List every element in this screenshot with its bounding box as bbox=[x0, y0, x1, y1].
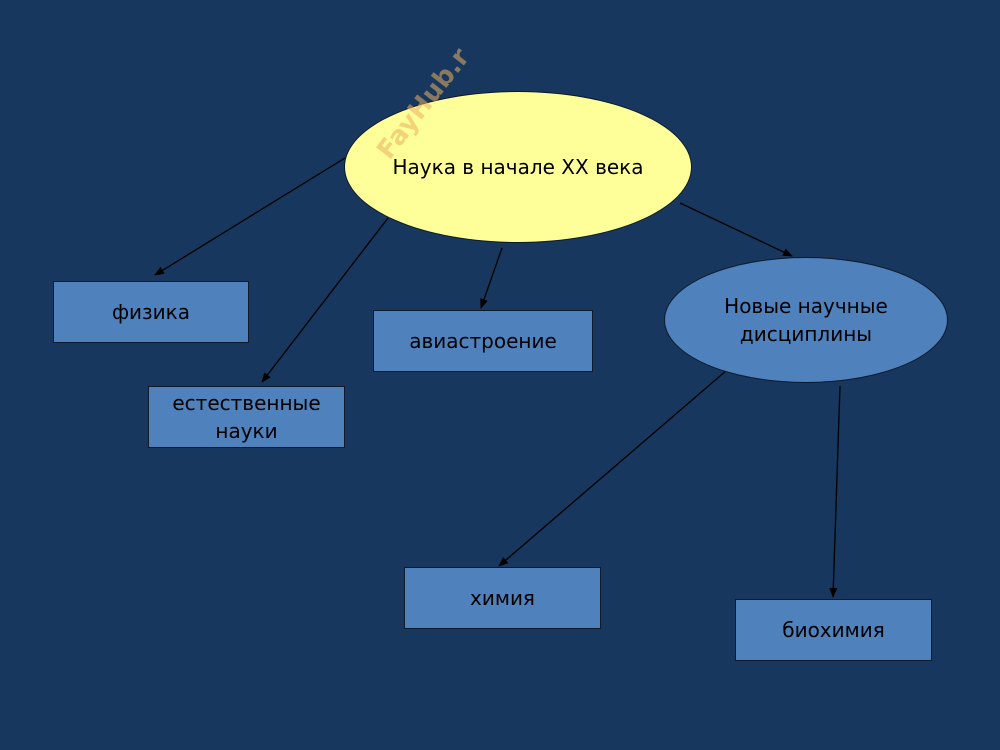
edge-root-new-disciplines bbox=[679, 202, 793, 257]
node-chemistry-label: химия bbox=[470, 586, 535, 610]
root-node: Наука в начале XX века bbox=[344, 91, 692, 243]
node-biochemistry-label: биохимия bbox=[782, 618, 885, 642]
edge-new-disciplines-chemistry bbox=[498, 369, 728, 567]
edge-new-disciplines-biochemistry bbox=[829, 385, 841, 598]
edge-root-physics bbox=[154, 157, 346, 276]
node-physics-label: физика bbox=[111, 300, 191, 324]
node-aviation: авиастроение bbox=[373, 310, 593, 372]
root-node-label: Наука в начале XX века bbox=[392, 155, 644, 179]
node-natural-sciences: естественные науки bbox=[148, 386, 345, 448]
node-new-disciplines: Новые научные дисциплины bbox=[664, 257, 948, 383]
node-natural-sciences-label: естественные науки bbox=[172, 391, 321, 443]
edge-root-aviation bbox=[480, 247, 503, 309]
node-physics: физика bbox=[53, 281, 249, 343]
edge-root-natural-sciences bbox=[261, 217, 389, 383]
node-aviation-label: авиастроение bbox=[409, 329, 557, 353]
node-chemistry: химия bbox=[404, 567, 601, 629]
node-biochemistry: биохимия bbox=[735, 599, 932, 661]
node-new-disciplines-label: Новые научные дисциплины bbox=[724, 294, 888, 346]
